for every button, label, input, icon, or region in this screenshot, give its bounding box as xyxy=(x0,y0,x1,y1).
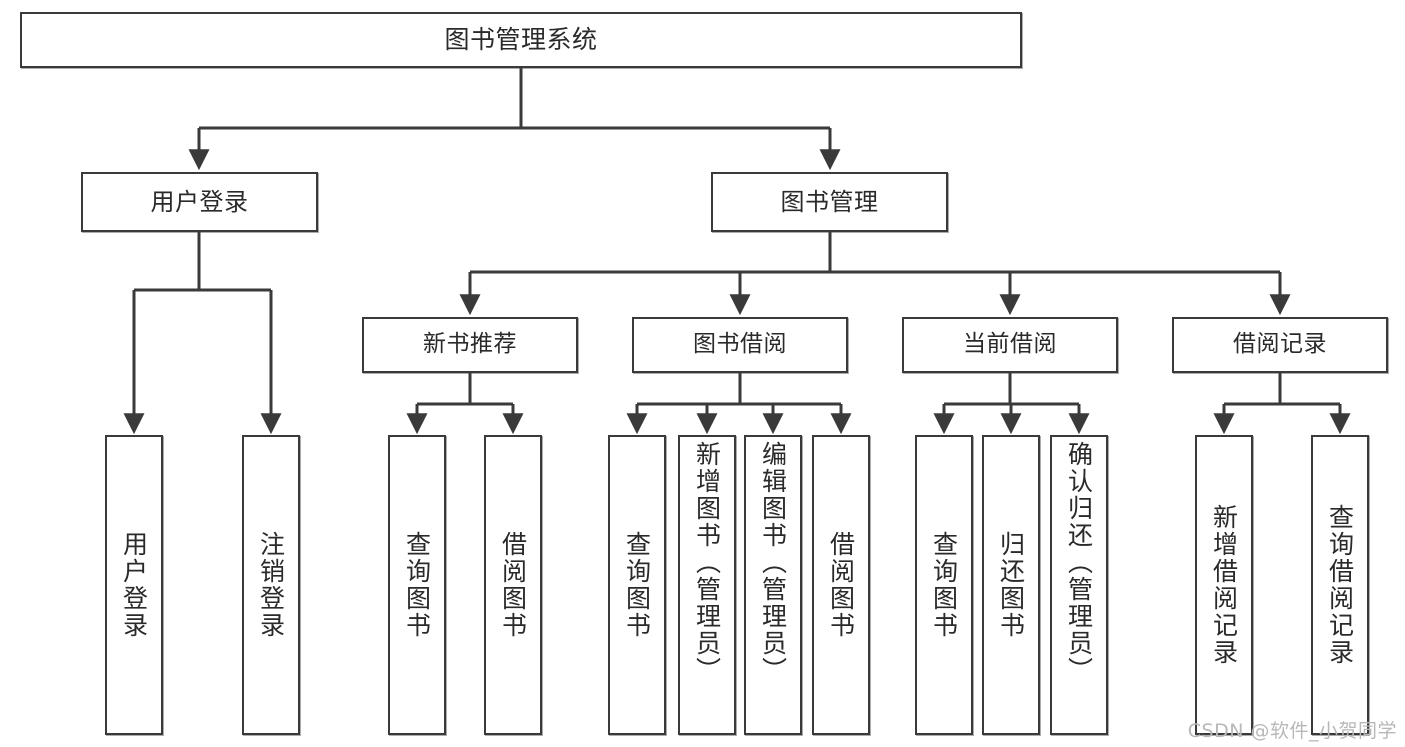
node-current-borrow[interactable]: 当前借阅 xyxy=(902,317,1118,373)
node-root-system[interactable]: 图书管理系统 xyxy=(20,12,1022,68)
leaf-inner: 新增图书（管理员） xyxy=(680,437,734,737)
leaf-query-borrow-record[interactable]: 查询借阅记录 xyxy=(1311,435,1369,735)
watermark-text: CSDN @软件_小贺同学 xyxy=(1187,720,1397,742)
leaf-query-book-recommend[interactable]: 查询图书 xyxy=(388,435,446,735)
leaf-inner: 用户登录 xyxy=(107,437,161,733)
leaf-inner: 查询借阅记录 xyxy=(1313,437,1367,733)
node-label: 新书推荐 xyxy=(423,331,517,358)
node-new-book-recommend[interactable]: 新书推荐 xyxy=(362,317,578,373)
node-label: 查询图书 xyxy=(402,531,432,639)
node-user-login[interactable]: 用户登录 xyxy=(81,172,318,232)
leaf-inner: 新增借阅记录 xyxy=(1197,437,1251,733)
leaf-add-book-admin[interactable]: 新增图书（管理员） xyxy=(678,435,736,735)
leaf-inner: 归还图书 xyxy=(984,437,1038,733)
node-label: 新增图书（管理员） xyxy=(692,441,722,684)
node-book-borrow[interactable]: 图书借阅 xyxy=(632,317,848,373)
leaf-inner: 注销登录 xyxy=(244,437,298,733)
node-label: 借阅图书 xyxy=(826,531,856,639)
leaf-return-book[interactable]: 归还图书 xyxy=(982,435,1040,735)
node-label: 用户登录 xyxy=(119,531,149,639)
node-label: 借阅记录 xyxy=(1233,331,1327,358)
leaf-add-borrow-record[interactable]: 新增借阅记录 xyxy=(1195,435,1253,735)
node-label: 查询图书 xyxy=(622,531,652,639)
node-label: 当前借阅 xyxy=(963,331,1057,358)
leaf-query-book[interactable]: 查询图书 xyxy=(608,435,666,735)
leaf-query-book-current[interactable]: 查询图书 xyxy=(915,435,973,735)
node-label: 编辑图书（管理员） xyxy=(758,441,788,684)
leaf-inner: 借阅图书 xyxy=(814,437,868,733)
node-label: 图书借阅 xyxy=(693,331,787,358)
leaf-user-logout[interactable]: 注销登录 xyxy=(242,435,300,735)
leaf-confirm-return-admin[interactable]: 确认归还（管理员） xyxy=(1050,435,1108,735)
node-label: 查询图书 xyxy=(929,531,959,639)
leaf-inner: 确认归还（管理员） xyxy=(1052,437,1106,737)
node-label: 图书管理 xyxy=(780,187,879,216)
leaf-inner: 查询图书 xyxy=(390,437,444,733)
node-label: 确认归还（管理员） xyxy=(1064,441,1094,684)
leaf-edit-book-admin[interactable]: 编辑图书（管理员） xyxy=(744,435,802,735)
leaf-borrow-book-recommend[interactable]: 借阅图书 xyxy=(484,435,542,735)
leaf-inner: 查询图书 xyxy=(610,437,664,733)
node-book-management[interactable]: 图书管理 xyxy=(711,172,948,232)
node-label: 归还图书 xyxy=(996,531,1026,639)
node-label: 新增借阅记录 xyxy=(1209,504,1239,666)
leaf-user-login[interactable]: 用户登录 xyxy=(105,435,163,735)
node-label: 图书管理系统 xyxy=(444,25,598,55)
leaf-borrow-book[interactable]: 借阅图书 xyxy=(812,435,870,735)
leaf-inner: 借阅图书 xyxy=(486,437,540,733)
leaf-inner: 编辑图书（管理员） xyxy=(746,437,800,737)
node-borrow-record[interactable]: 借阅记录 xyxy=(1172,317,1388,373)
node-label: 注销登录 xyxy=(256,531,286,639)
node-label: 借阅图书 xyxy=(498,531,528,639)
node-label: 用户登录 xyxy=(150,187,249,216)
node-label: 查询借阅记录 xyxy=(1325,504,1355,666)
leaf-inner: 查询图书 xyxy=(917,437,971,733)
